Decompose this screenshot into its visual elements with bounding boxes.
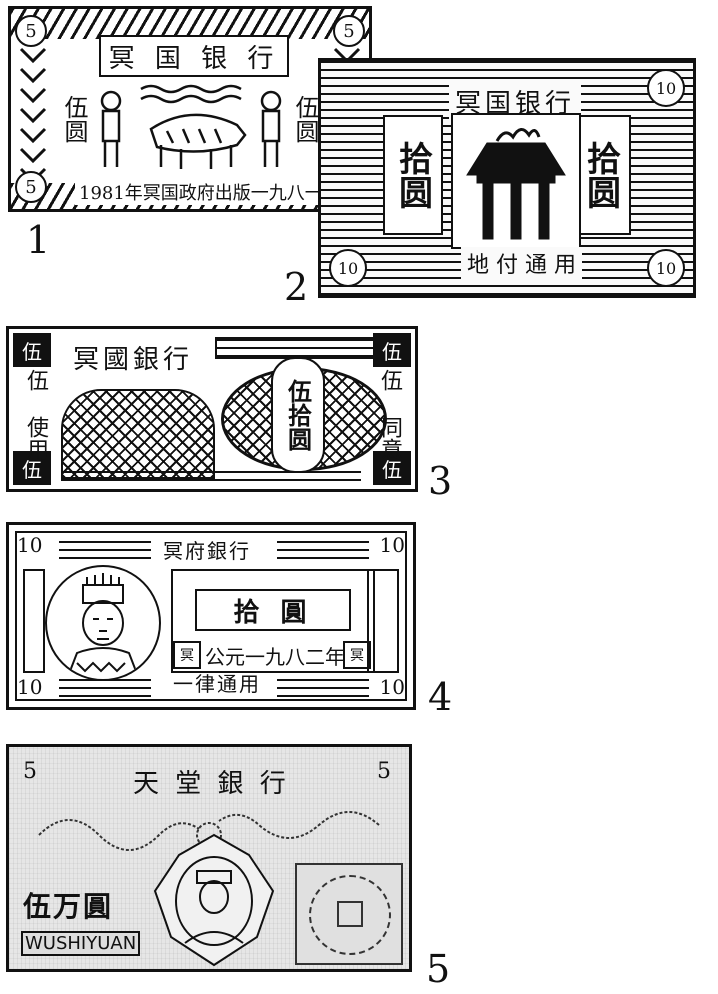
note-2-corner-br-value: 10 <box>655 258 677 278</box>
note-1-corner-tr-value: 5 <box>343 20 355 42</box>
note-2-left-denomination: 拾圆 <box>383 115 443 235</box>
note-2-corner-bl-value: 10 <box>337 258 359 278</box>
note-3-corner-bl: 伍 <box>13 451 51 485</box>
note-4-right-seal-text: 冥 <box>350 648 364 664</box>
note-1-bottom-text: 1981年冥国政府出版一九八一 <box>75 179 327 205</box>
note-4-left-seal-text: 冥 <box>180 648 194 664</box>
note-5-seal-center <box>337 901 363 927</box>
note-4-corner-tr: 10 <box>379 533 405 557</box>
note-4-corner-tl: 10 <box>17 533 43 557</box>
note-2-corner-tr: 10 <box>647 69 685 107</box>
note-3-corner-bl-value: 伍 <box>22 457 42 482</box>
figure-number-2: 2 <box>284 265 309 309</box>
note-3-corner-tl: 伍 <box>13 333 51 367</box>
note-4-right-seal: 冥 <box>343 641 371 669</box>
note-4-left-seal: 冥 <box>173 641 201 669</box>
note-4-center-panel <box>171 569 375 673</box>
note-4-top-right-lines <box>277 535 369 559</box>
note-4-right-fret <box>367 569 399 673</box>
note-3-bank-name: 冥國銀行 <box>73 345 194 375</box>
note-5-medallion <box>153 833 275 967</box>
note-5: 5 5 天 堂 銀 行 伍万圓 WUSHIYUAN <box>6 744 412 972</box>
note-4-corner-bl: 10 <box>17 675 43 699</box>
note-1-corner-tr: 5 <box>333 15 365 47</box>
note-1-bank-name-text: 冥 国 银 行 <box>108 43 280 74</box>
note-1-bank-name: 冥 国 银 行 <box>99 35 289 77</box>
note-1-corner-tl: 5 <box>15 15 47 47</box>
note-1-figures-and-ox <box>100 84 282 169</box>
figure-number-1: 1 <box>26 218 51 262</box>
note-5-denomination: 伍万圓 <box>23 890 114 923</box>
note-4-inner-frame <box>15 531 407 701</box>
note-3-building-panel <box>61 389 215 479</box>
note-5-latin-text: WUSHIYUAN <box>21 931 141 956</box>
note-1-corner-tl-value: 5 <box>25 20 37 42</box>
note-3-corner-br-value: 伍 <box>382 457 402 482</box>
figure-number-3: 3 <box>428 459 453 503</box>
note-5-seal-box <box>295 863 403 965</box>
note-2: 10 10 10 冥国银行 拾圆 拾圆 地 付 通 用 <box>318 58 696 298</box>
note-1-right-denomination: 伍圆 <box>291 95 319 143</box>
note-4-corner-br: 10 <box>379 675 405 699</box>
note-3: 伍 伍 伍 伍 冥國銀行 伍 使用 伍 同意 伍拾圆 <box>6 326 418 492</box>
note-4-portrait <box>45 565 161 681</box>
figure-number-5: 5 <box>426 947 451 991</box>
note-1-left-denomination: 伍圆 <box>60 95 88 143</box>
note-3-ground-strip <box>61 469 361 481</box>
note-2-right-denomination: 拾圆 <box>571 115 631 235</box>
note-4-bottom-right-lines <box>277 673 369 697</box>
figure-number-4: 4 <box>428 675 453 719</box>
note-2-corner-bl: 10 <box>329 249 367 287</box>
note-5-corner-tr: 5 <box>377 759 391 784</box>
note-5-seal-circle <box>309 875 391 955</box>
note-1-corner-bl: 5 <box>15 171 47 203</box>
note-5-corner-tl: 5 <box>23 759 37 784</box>
note-3-corner-tr-value: 伍 <box>382 339 402 364</box>
note-1-top-border <box>11 9 369 39</box>
note-4-bank-name: 冥府銀行 <box>163 539 251 563</box>
note-3-corner-br: 伍 <box>373 451 411 485</box>
note-4-date-text: 公元一九八二年 <box>205 645 345 669</box>
note-4-portrait-drawing <box>66 573 140 679</box>
note-1-left-chevrons <box>19 47 47 184</box>
note-4-footer-text: 一律通用 <box>173 672 261 696</box>
note-4-left-fret <box>23 569 45 673</box>
note-5-bank-name: 天 堂 銀 行 <box>133 769 290 799</box>
note-4-top-left-lines <box>59 535 151 559</box>
note-2-corner-tr-value: 10 <box>655 78 677 98</box>
note-2-bottom-text: 地 付 通 用 <box>461 247 582 279</box>
note-4-denomination-text: 拾 圓 <box>233 597 313 628</box>
note-4: 10 10 10 10 冥府銀行 一律通用 拾 圓 冥 冥 公元一九八二年 <box>6 522 416 710</box>
note-4-denomination: 拾 圓 <box>195 589 351 631</box>
note-2-pavilion-panel <box>451 113 581 249</box>
note-2-pavilion-drawing <box>466 128 566 240</box>
note-3-left-vertical: 伍 使用 <box>23 369 48 460</box>
note-3-center-denomination: 伍拾圆 <box>271 357 325 473</box>
note-2-corner-br: 10 <box>647 249 685 287</box>
note-5-dragons <box>38 811 380 851</box>
note-3-top-banner <box>215 337 379 359</box>
note-3-corner-tl-value: 伍 <box>22 339 42 364</box>
note-1-corner-bl-value: 5 <box>25 176 37 198</box>
